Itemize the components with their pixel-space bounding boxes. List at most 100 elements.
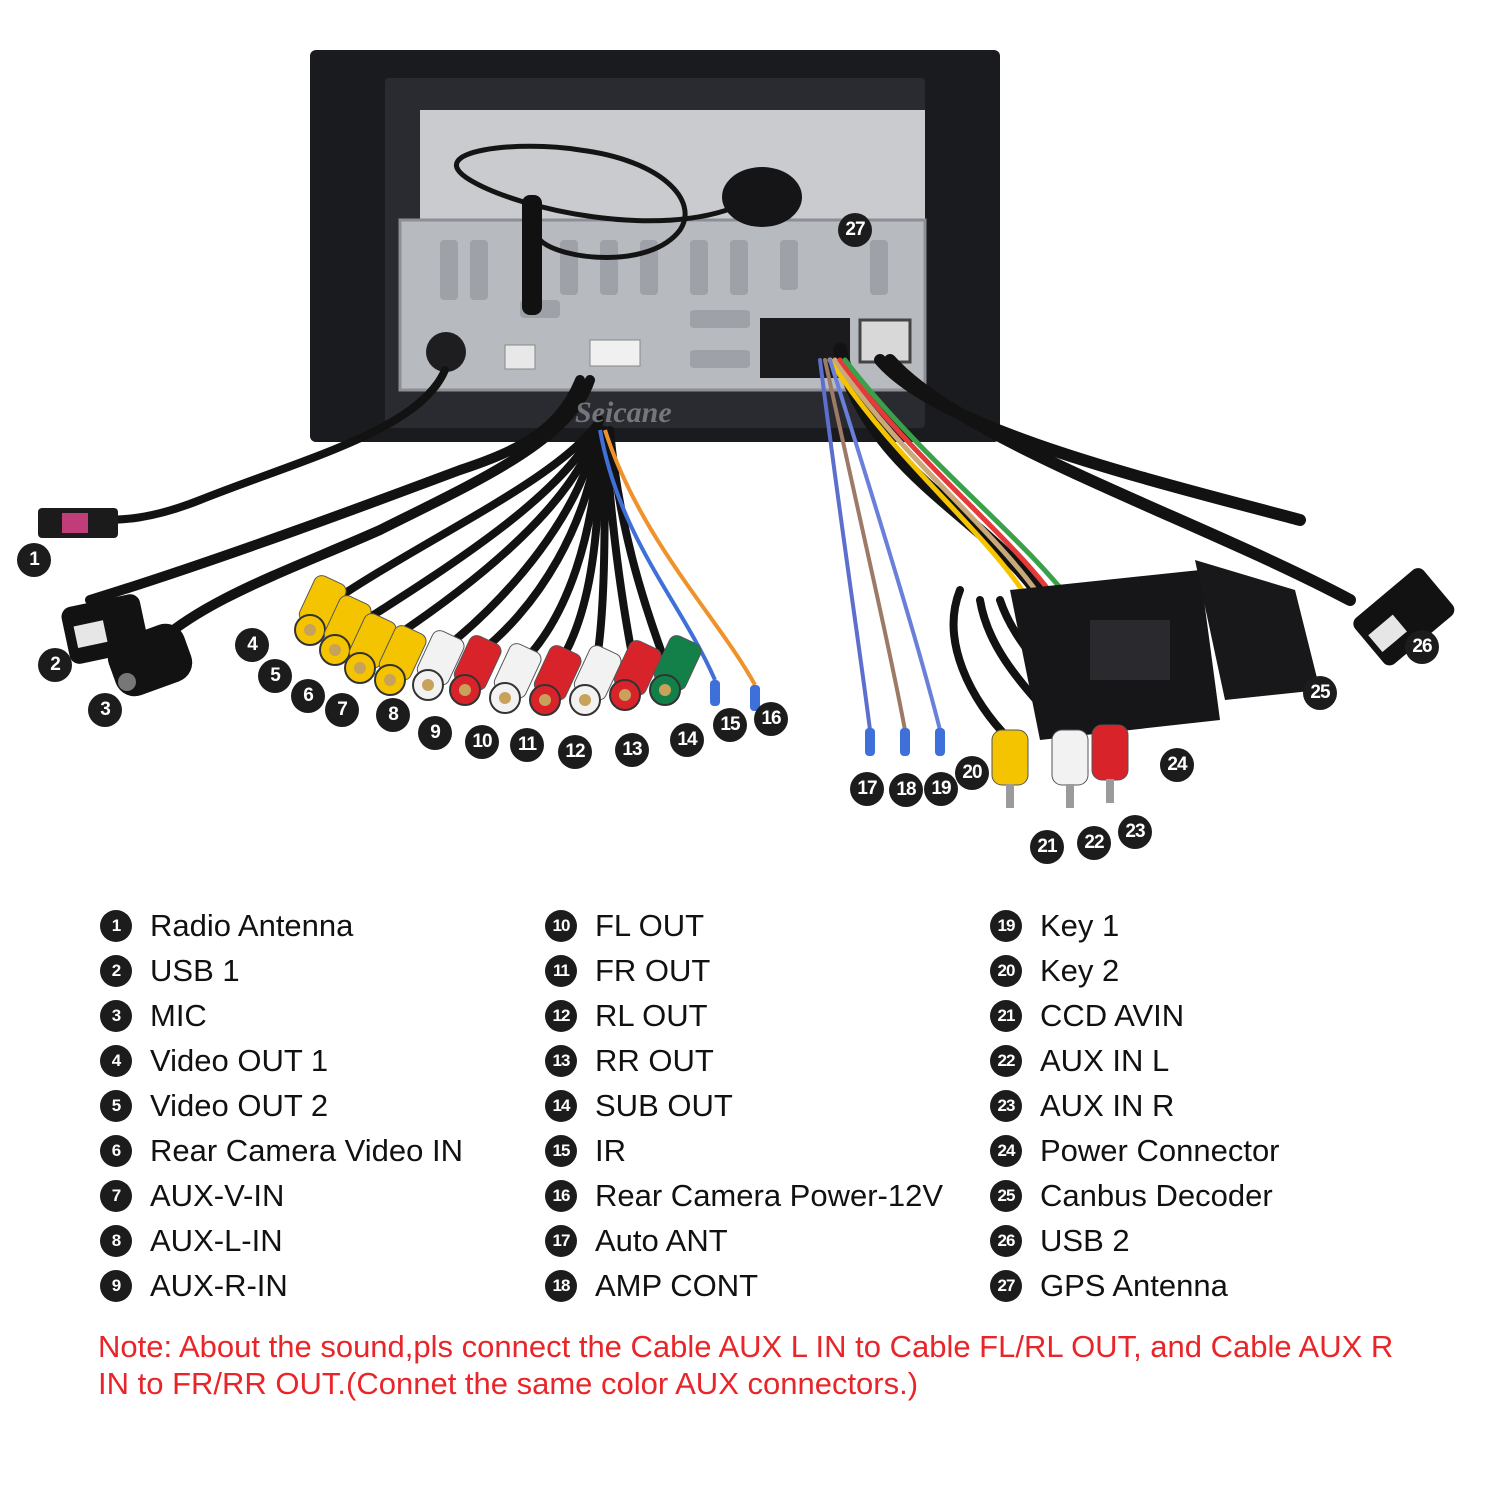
legend-label: MIC: [150, 997, 207, 1033]
wifi-antenna: [522, 195, 542, 315]
legend-number: 17: [545, 1224, 577, 1257]
badge-20: 20: [955, 756, 989, 790]
legend-number: 23: [990, 1089, 1022, 1122]
rca-plug: [529, 645, 582, 716]
legend-number: 25: [990, 1179, 1022, 1212]
legend-label: Key 1: [1040, 907, 1120, 943]
badge-15: 15: [713, 708, 747, 742]
rca-plug: [991, 729, 1029, 808]
badge-1: 1: [17, 543, 51, 577]
legend-number: 18: [545, 1269, 577, 1302]
legend-number: 12: [545, 999, 577, 1032]
legend-label: FL OUT: [595, 907, 705, 943]
rca-plug: [489, 643, 542, 714]
legend-number: 11: [545, 954, 577, 987]
legend-number: 6: [100, 1134, 132, 1167]
badge-4: 4: [235, 628, 269, 662]
legend-item: 13 RR OUT: [545, 1038, 943, 1083]
legend-item: 8 AUX-L-IN: [100, 1218, 463, 1263]
legend-number: 5: [100, 1089, 132, 1122]
badge-5: 5: [258, 659, 292, 693]
legend-number: 4: [100, 1044, 132, 1077]
badge-26: 26: [1405, 630, 1439, 664]
legend-item: 23 AUX IN R: [990, 1083, 1280, 1128]
legend-label: AUX IN R: [1040, 1087, 1175, 1123]
rca-plug: [1051, 729, 1089, 808]
legend-item: 6 Rear Camera Video IN: [100, 1128, 463, 1173]
pin-tips: [710, 680, 945, 756]
legend-label: Key 2: [1040, 952, 1120, 988]
badge-17: 17: [850, 772, 884, 806]
legend-label: Video OUT 1: [150, 1042, 329, 1078]
badge-25: 25: [1303, 676, 1337, 710]
badge-6: 6: [291, 679, 325, 713]
legend-item: 3 MIC: [100, 993, 463, 1038]
legend-number: 9: [100, 1269, 132, 1302]
legend-label: FR OUT: [595, 952, 711, 988]
badge-3: 3: [88, 693, 122, 727]
legend-number: 26: [990, 1224, 1022, 1257]
badge-22: 22: [1077, 826, 1111, 860]
legend-number: 14: [545, 1089, 577, 1122]
legend-label: Auto ANT: [595, 1222, 728, 1258]
legend-number: 19: [990, 909, 1022, 942]
rca-plugs-right: [991, 724, 1129, 808]
badge-9: 9: [418, 716, 452, 750]
gps-antenna: [453, 143, 802, 260]
canbus-decoder-box: [1195, 560, 1320, 700]
legend-number: 21: [990, 999, 1022, 1032]
badge-16: 16: [754, 702, 788, 736]
legend-item: 14 SUB OUT: [545, 1083, 943, 1128]
legend-label: AUX-L-IN: [150, 1222, 283, 1258]
legend-item: 4 Video OUT 1: [100, 1038, 463, 1083]
badge-2: 2: [38, 648, 72, 682]
legend-number: 22: [990, 1044, 1022, 1077]
badge-10: 10: [465, 725, 499, 759]
rca-plug: [1091, 724, 1129, 803]
legend-label: AUX-R-IN: [150, 1267, 288, 1303]
legend-number: 27: [990, 1269, 1022, 1302]
legend-number: 24: [990, 1134, 1022, 1167]
legend-label: Rear Camera Power-12V: [595, 1177, 944, 1213]
legend-label: IR: [595, 1132, 626, 1168]
rca-plug: [374, 625, 427, 696]
legend-label: CCD AVIN: [1040, 997, 1185, 1033]
legend-number: 1: [100, 909, 132, 942]
legend-item: 25 Canbus Decoder: [990, 1173, 1280, 1218]
legend-number: 13: [545, 1044, 577, 1077]
legend-label: Rear Camera Video IN: [150, 1132, 464, 1168]
rca-plugs: [294, 575, 702, 716]
badge-18: 18: [889, 773, 923, 807]
badge-12: 12: [558, 735, 592, 769]
power-connector: [1010, 570, 1220, 740]
badge-24: 24: [1160, 748, 1194, 782]
legend-number: 2: [100, 954, 132, 987]
legend-label: Power Connector: [1040, 1132, 1280, 1168]
badge-13: 13: [615, 733, 649, 767]
legend-label: RL OUT: [595, 997, 708, 1033]
legend-label: Canbus Decoder: [1040, 1177, 1273, 1213]
legend-label: SUB OUT: [595, 1087, 733, 1123]
legend-number: 3: [100, 999, 132, 1032]
legend-item: 24 Power Connector: [990, 1128, 1280, 1173]
radio-antenna-plug: [38, 508, 118, 538]
rca-plug: [412, 630, 465, 701]
legend-label: AMP CONT: [595, 1267, 759, 1303]
head-unit-wiring-photo: [38, 50, 1455, 808]
legend-label: RR OUT: [595, 1042, 714, 1078]
legend-label: AUX IN L: [1040, 1042, 1170, 1078]
usb1-and-mic-plugs: [61, 594, 193, 697]
legend-label: AUX-V-IN: [150, 1177, 285, 1213]
legend-number: 15: [545, 1134, 577, 1167]
legend-number: 8: [100, 1224, 132, 1257]
legend-item: 17 Auto ANT: [545, 1218, 943, 1263]
